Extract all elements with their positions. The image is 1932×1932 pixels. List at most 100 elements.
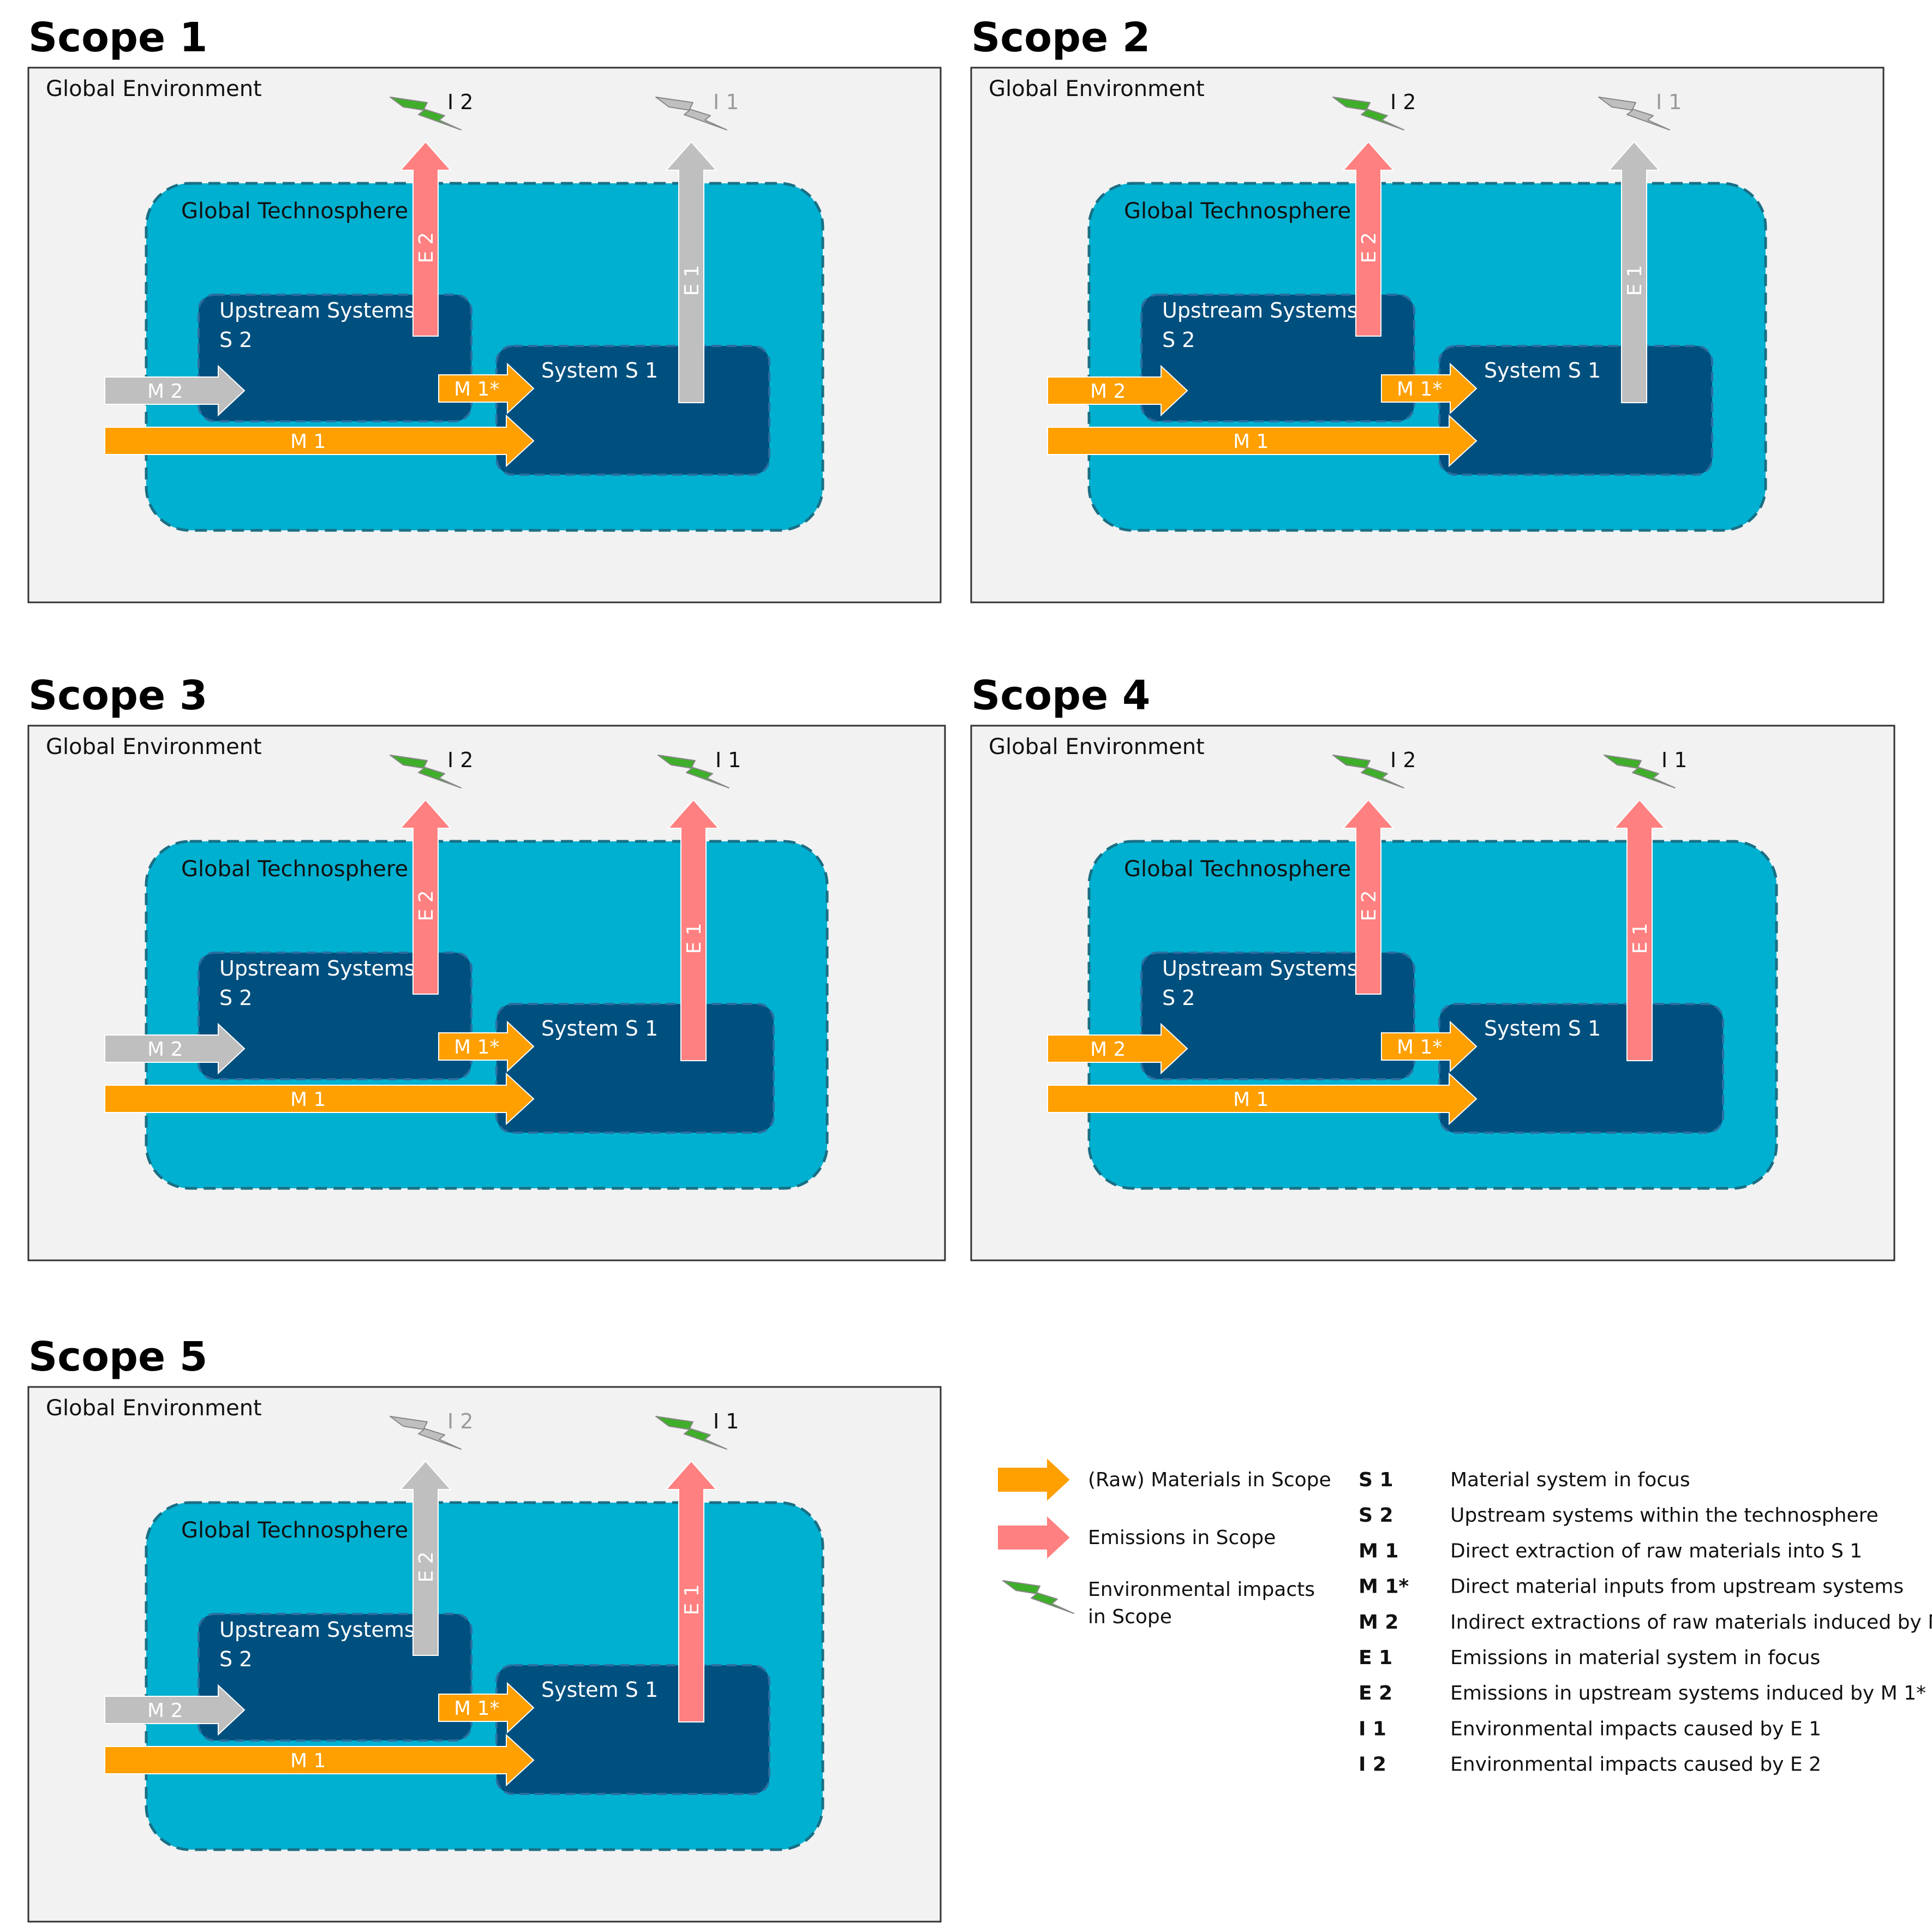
upstream-systems-id: S 2 (1162, 328, 1195, 352)
m2-arrow (104, 364, 246, 417)
m1star-label: M 1* (454, 378, 499, 400)
legend-definition-text: Environmental impacts caused by E 2 (1450, 1754, 1821, 1776)
e2-arrow (1342, 799, 1395, 995)
upstream-systems-id: S 2 (219, 1647, 252, 1671)
lightning-icon (655, 1416, 727, 1450)
e1-arrow (665, 141, 718, 403)
legend-definition-key: M 2 (1359, 1611, 1398, 1634)
upstream-systems-label: Upstream Systems (219, 298, 415, 322)
scope-title: Scope 2 (971, 14, 1150, 61)
m1-label: M 1 (290, 1088, 326, 1111)
m2-arrow (104, 1022, 246, 1075)
i1-label: I 1 (1656, 90, 1682, 114)
m1-label: M 1 (290, 430, 326, 453)
e2-label: E 2 (415, 232, 438, 263)
upstream-systems-label: Upstream Systems (219, 1618, 415, 1642)
legend-definition-key: S 2 (1359, 1504, 1393, 1527)
m1star-label: M 1* (1397, 378, 1442, 400)
global-environment-label: Global Environment (46, 76, 262, 101)
upstream-systems-label: Upstream Systems (1162, 956, 1358, 980)
m2-arrow (1047, 1022, 1188, 1075)
global-environment-label: Global Environment (46, 734, 262, 759)
e1-label: E 1 (681, 1584, 703, 1615)
e1-label: E 1 (683, 923, 705, 954)
m2-label: M 2 (147, 380, 183, 403)
e2-label: E 2 (1358, 232, 1380, 263)
m2-label: M 2 (1090, 1038, 1126, 1061)
lightning-icon (390, 1416, 462, 1450)
m2-arrow (1047, 364, 1188, 417)
lightning-icon (390, 755, 462, 788)
legend-definition-text: Upstream systems within the technosphere (1450, 1504, 1879, 1527)
i2-label: I 2 (447, 748, 473, 772)
lightning-icon (1002, 1580, 1074, 1614)
system-s1-label: System S 1 (541, 358, 658, 382)
upstream-systems-box (198, 1613, 472, 1742)
legend-definition-text: Environmental impacts caused by E 1 (1450, 1718, 1821, 1740)
m1-arrow (104, 1733, 535, 1787)
e2-label: E 2 (415, 890, 438, 921)
e1-arrow (1607, 141, 1661, 403)
scope-title: Scope 5 (28, 1333, 207, 1380)
e1-arrow (1613, 799, 1666, 1061)
system-s1-label: System S 1 (541, 1016, 658, 1040)
lightning-icon (1604, 755, 1676, 788)
scope-title: Scope 1 (28, 14, 207, 61)
scope-title: Scope 3 (28, 672, 207, 719)
upstream-systems-id: S 2 (1162, 986, 1195, 1010)
legend-definition-text: Indirect extractions of raw materials in… (1450, 1611, 1932, 1634)
m1-label: M 1 (1233, 430, 1269, 453)
m1star-arrow (438, 362, 535, 415)
legend-definition-text: Emissions in upstream systems induced by… (1450, 1682, 1926, 1704)
e2-label: E 2 (1358, 890, 1380, 921)
upstream-systems-box (198, 952, 472, 1080)
i2-label: I 2 (447, 90, 473, 114)
m1-label: M 1 (290, 1750, 326, 1772)
legend-definition-key: M 1* (1359, 1576, 1409, 1598)
m1star-arrow (438, 1020, 535, 1073)
m1-arrow (1047, 1072, 1478, 1126)
global-environment-label: Global Environment (989, 76, 1205, 101)
legend-definition-text: Direct material inputs from upstream sys… (1450, 1576, 1904, 1598)
m1star-label: M 1* (454, 1697, 499, 1720)
lightning-icon (1332, 755, 1404, 788)
orange-arrow-icon (997, 1456, 1072, 1504)
legend-definition-key: S 1 (1359, 1469, 1393, 1491)
e2-arrow (399, 1460, 452, 1656)
m2-label: M 2 (147, 1038, 183, 1061)
e1-arrow (665, 1460, 718, 1722)
legend-definition-text: Emissions in material system in focus (1450, 1647, 1820, 1669)
global-technosphere-label: Global Technosphere (1124, 199, 1351, 224)
upstream-systems-box (1140, 952, 1415, 1080)
upstream-systems-label: Upstream Systems (219, 956, 415, 980)
upstream-systems-box (1140, 294, 1415, 422)
system-s1-label: System S 1 (1484, 358, 1601, 382)
lightning-icon (1332, 97, 1404, 130)
i1-label: I 1 (715, 748, 741, 772)
m2-label: M 2 (1090, 380, 1126, 403)
legend-definition-key: E 2 (1359, 1682, 1392, 1704)
e2-arrow (399, 141, 452, 337)
m1star-arrow (438, 1682, 535, 1734)
e1-label: E 1 (681, 265, 703, 296)
legend-definition-text: Direct extraction of raw materials into … (1450, 1540, 1862, 1562)
system-s1-label: System S 1 (1484, 1016, 1601, 1040)
m1-arrow (104, 1072, 535, 1126)
global-environment-label: Global Environment (989, 734, 1205, 759)
m1star-label: M 1* (454, 1036, 499, 1058)
i1-label: I 1 (1661, 748, 1687, 772)
global-technosphere-label: Global Technosphere (181, 199, 408, 224)
global-technosphere-label: Global Technosphere (1124, 857, 1351, 882)
legend-definition-key: I 2 (1359, 1754, 1386, 1776)
global-environment-label: Global Environment (46, 1396, 262, 1421)
i1-label: I 1 (713, 1409, 739, 1433)
upstream-systems-label: Upstream Systems (1162, 298, 1358, 322)
legend-symbol-label: Environmental impacts (1088, 1578, 1315, 1601)
red-arrow-icon (997, 1514, 1072, 1562)
